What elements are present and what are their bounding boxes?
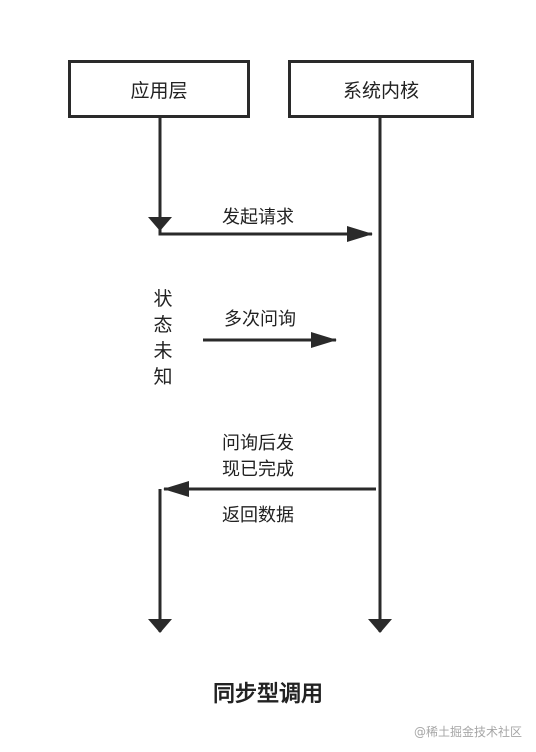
app-layer-label: 应用层 [130, 79, 188, 102]
kernel-box: 系统内核 [288, 60, 474, 118]
request-label: 发起请求 [222, 207, 294, 228]
kernel-label: 系统内核 [342, 79, 419, 102]
request-arrow [158, 226, 373, 242]
polling-label: 多次问询 [224, 309, 296, 330]
found-complete-label-line1: 问询后发 [222, 433, 294, 454]
watermark: @稀土掘金技术社区 [413, 725, 522, 739]
return-data-label: 返回数据 [222, 505, 294, 526]
state-unknown-label: 状态未知 [153, 288, 173, 388]
app-layer-box: 应用层 [68, 60, 250, 118]
diagram-title: 同步型调用 [212, 682, 323, 707]
found-complete-label-line2: 现已完成 [222, 459, 294, 480]
